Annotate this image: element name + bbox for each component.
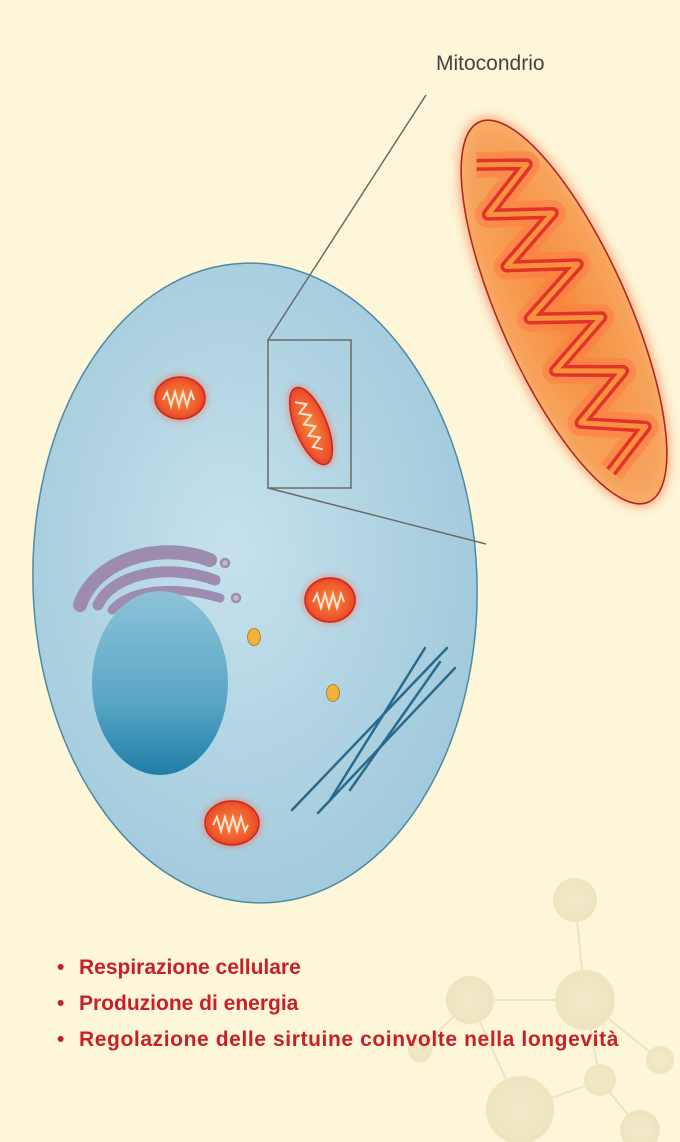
nucleus — [92, 591, 228, 775]
list-item: • Produzione di energia — [55, 986, 665, 1022]
bullet-icon: • — [57, 950, 64, 986]
bullet-icon: • — [57, 1022, 65, 1058]
mitochondrion — [152, 374, 208, 422]
mitochondrion — [302, 575, 358, 625]
list-item: • Respirazione cellulare — [55, 950, 665, 986]
mitochondrion-label: Mitocondrio — [436, 52, 545, 76]
list-item-text: Regolazione delle sirtuine coinvolte nel… — [79, 1028, 619, 1051]
list-item-text: Produzione di energia — [79, 992, 298, 1015]
mitochondrion — [202, 798, 262, 848]
bullet-icon: • — [57, 986, 64, 1022]
list-item: • Regolazione delle sirtuine coinvolte n… — [55, 1022, 665, 1058]
function-list: • Respirazione cellulare • Produzione di… — [55, 950, 665, 1058]
list-item-text: Respirazione cellulare — [79, 956, 301, 979]
